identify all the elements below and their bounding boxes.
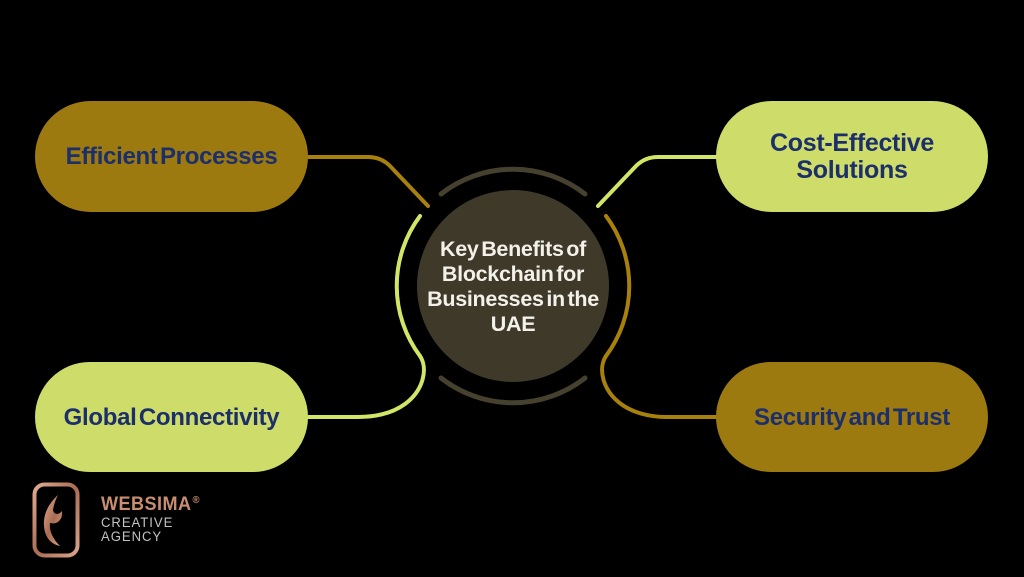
node-label: Security and Trust: [754, 403, 950, 431]
logo-swoosh-icon: [43, 495, 63, 546]
center-title-line: Businesses in the: [427, 287, 599, 311]
ring-arc-top: [438, 166, 588, 197]
node-global-connectivity: Global Connectivity: [35, 362, 308, 472]
logo-text: WEBSIMA® CREATIVE AGENCY: [101, 494, 205, 544]
websima-logo-icon: [32, 482, 80, 558]
center-title-line: Blockchain for: [441, 262, 585, 286]
ring-arc-bottom: [438, 375, 588, 406]
brand-tagline-line1: CREATIVE: [101, 515, 174, 530]
connector-bottom-left: [306, 354, 426, 419]
node-cost-effective-solutions: Cost-Effective Solutions: [716, 101, 988, 212]
connector-top-right: [596, 155, 718, 208]
ring-arc-left: [394, 214, 422, 358]
center-circle: [417, 190, 609, 382]
brand-name: WEBSIMA®: [101, 494, 200, 516]
center-title-line: UAE: [490, 312, 536, 336]
connector-top-left: [306, 155, 430, 208]
registered-mark: ®: [192, 495, 200, 506]
node-label: Global Connectivity: [63, 403, 280, 431]
node-label: Cost-Effective Solutions: [770, 128, 934, 184]
brand-tagline-line2: AGENCY: [101, 529, 163, 544]
center-title: Key Benefits of Blockchain for Businesse…: [408, 237, 618, 337]
ring-arc-right: [604, 214, 632, 358]
center-title-line: Key Benefits of: [439, 237, 586, 261]
logo-frame: [32, 482, 80, 558]
connector-bottom-right: [600, 354, 718, 419]
node-security-and-trust: Security and Trust: [716, 362, 988, 472]
node-label: Efficient Processes: [65, 143, 278, 170]
brand-word: WEBSIMA: [101, 494, 192, 515]
node-efficient-processes: Efficient Processes: [35, 101, 308, 212]
